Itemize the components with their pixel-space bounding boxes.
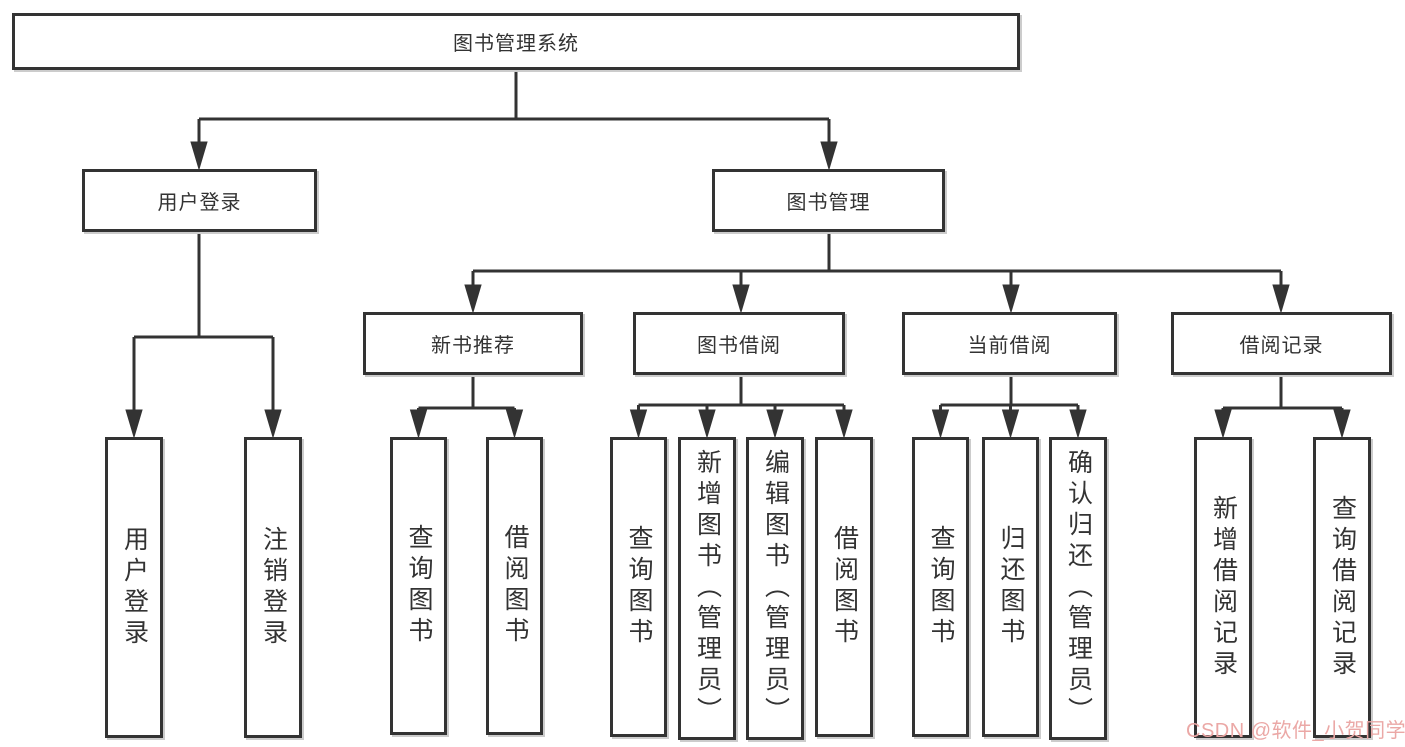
node-label: 用户登录: [157, 192, 242, 214]
arrow-down-icon: [1214, 409, 1232, 439]
arrow-down-icon: [1069, 409, 1087, 439]
node-label: 新增借阅记录: [1209, 494, 1238, 681]
arrow-down-icon: [264, 409, 282, 439]
node-label: 新书推荐: [431, 335, 515, 357]
connector-root-to-level2: [190, 70, 838, 171]
arrow-down-icon: [464, 284, 482, 314]
node-library-management-system: 图书管理系统: [12, 13, 1020, 70]
arrow-down-icon: [732, 284, 750, 314]
arrow-down-icon: [125, 409, 143, 439]
leaf-query-books-current: 查询图书: [912, 437, 969, 737]
arrow-down-icon: [1333, 409, 1351, 439]
node-label: 查询借阅记录: [1328, 494, 1357, 681]
node-label: 当前借阅: [967, 335, 1052, 357]
node-label: 归还图书: [997, 525, 1025, 649]
connector-new-book-children: [409, 375, 524, 439]
node-label: 查询图书: [927, 525, 955, 649]
node-label: 借阅图书: [501, 524, 529, 648]
node-label: 确认归还（管理员）: [1064, 449, 1093, 728]
arrow-down-icon: [629, 409, 648, 439]
node-book-borrow: 图书借阅: [633, 312, 845, 375]
node-label: 图书借阅: [697, 335, 781, 357]
node-label: 图书管理: [786, 192, 871, 214]
leaf-confirm-return-admin: 确认归还（管理员）: [1049, 437, 1107, 740]
node-label: 用户登录: [120, 525, 149, 650]
node-book-management: 图书管理: [712, 169, 945, 232]
node-label: 借阅图书: [830, 525, 859, 649]
arrow-down-icon: [835, 409, 853, 439]
leaf-logout: 注销登录: [244, 437, 302, 738]
leaf-add-book-admin: 新增图书（管理员）: [678, 437, 736, 740]
node-user-login: 用户登录: [82, 169, 317, 232]
arrow-down-icon: [505, 409, 524, 439]
node-label: 编辑图书（管理员）: [761, 449, 790, 728]
node-label: 新增图书（管理员）: [693, 449, 722, 728]
node-current-borrow: 当前借阅: [902, 312, 1117, 375]
arrow-down-icon: [1001, 409, 1020, 439]
connector-borrow-records-children: [1214, 375, 1351, 439]
node-borrow-records: 借阅记录: [1171, 312, 1392, 375]
leaf-query-books-borrow: 查询图书: [610, 437, 667, 737]
leaf-borrow-books-recommend: 借阅图书: [486, 437, 543, 735]
node-new-book-recommend: 新书推荐: [363, 312, 583, 375]
node-label: 查询图书: [625, 525, 653, 649]
node-label: 图书管理系统: [453, 33, 579, 55]
connector-current-borrow-children: [931, 375, 1087, 439]
leaf-edit-book-admin: 编辑图书（管理员）: [746, 437, 804, 740]
leaf-return-books: 归还图书: [982, 437, 1039, 737]
csdn-watermark: CSDN @软件_小贺同学: [1186, 720, 1405, 742]
node-label: 注销登录: [259, 525, 288, 650]
leaf-borrow-books: 借阅图书: [815, 437, 873, 737]
connector-user-login-children: [125, 232, 282, 439]
leaf-add-borrow-record: 新增借阅记录: [1194, 437, 1252, 738]
arrow-down-icon: [698, 409, 716, 439]
leaf-query-borrow-record: 查询借阅记录: [1313, 437, 1371, 738]
arrow-down-icon: [820, 141, 838, 171]
arrow-down-icon: [931, 409, 950, 439]
arrow-down-icon: [766, 409, 784, 439]
leaf-user-login: 用户登录: [105, 437, 163, 738]
arrow-down-icon: [1002, 284, 1020, 314]
node-label: 借阅记录: [1239, 335, 1324, 357]
arrow-down-icon: [1272, 284, 1290, 314]
connector-book-management-children: [464, 232, 1290, 314]
arrow-down-icon: [190, 141, 208, 171]
node-label: 查询图书: [405, 524, 433, 648]
leaf-query-books-recommend: 查询图书: [390, 437, 447, 735]
connector-book-borrow-children: [629, 375, 853, 439]
arrow-down-icon: [409, 409, 428, 439]
